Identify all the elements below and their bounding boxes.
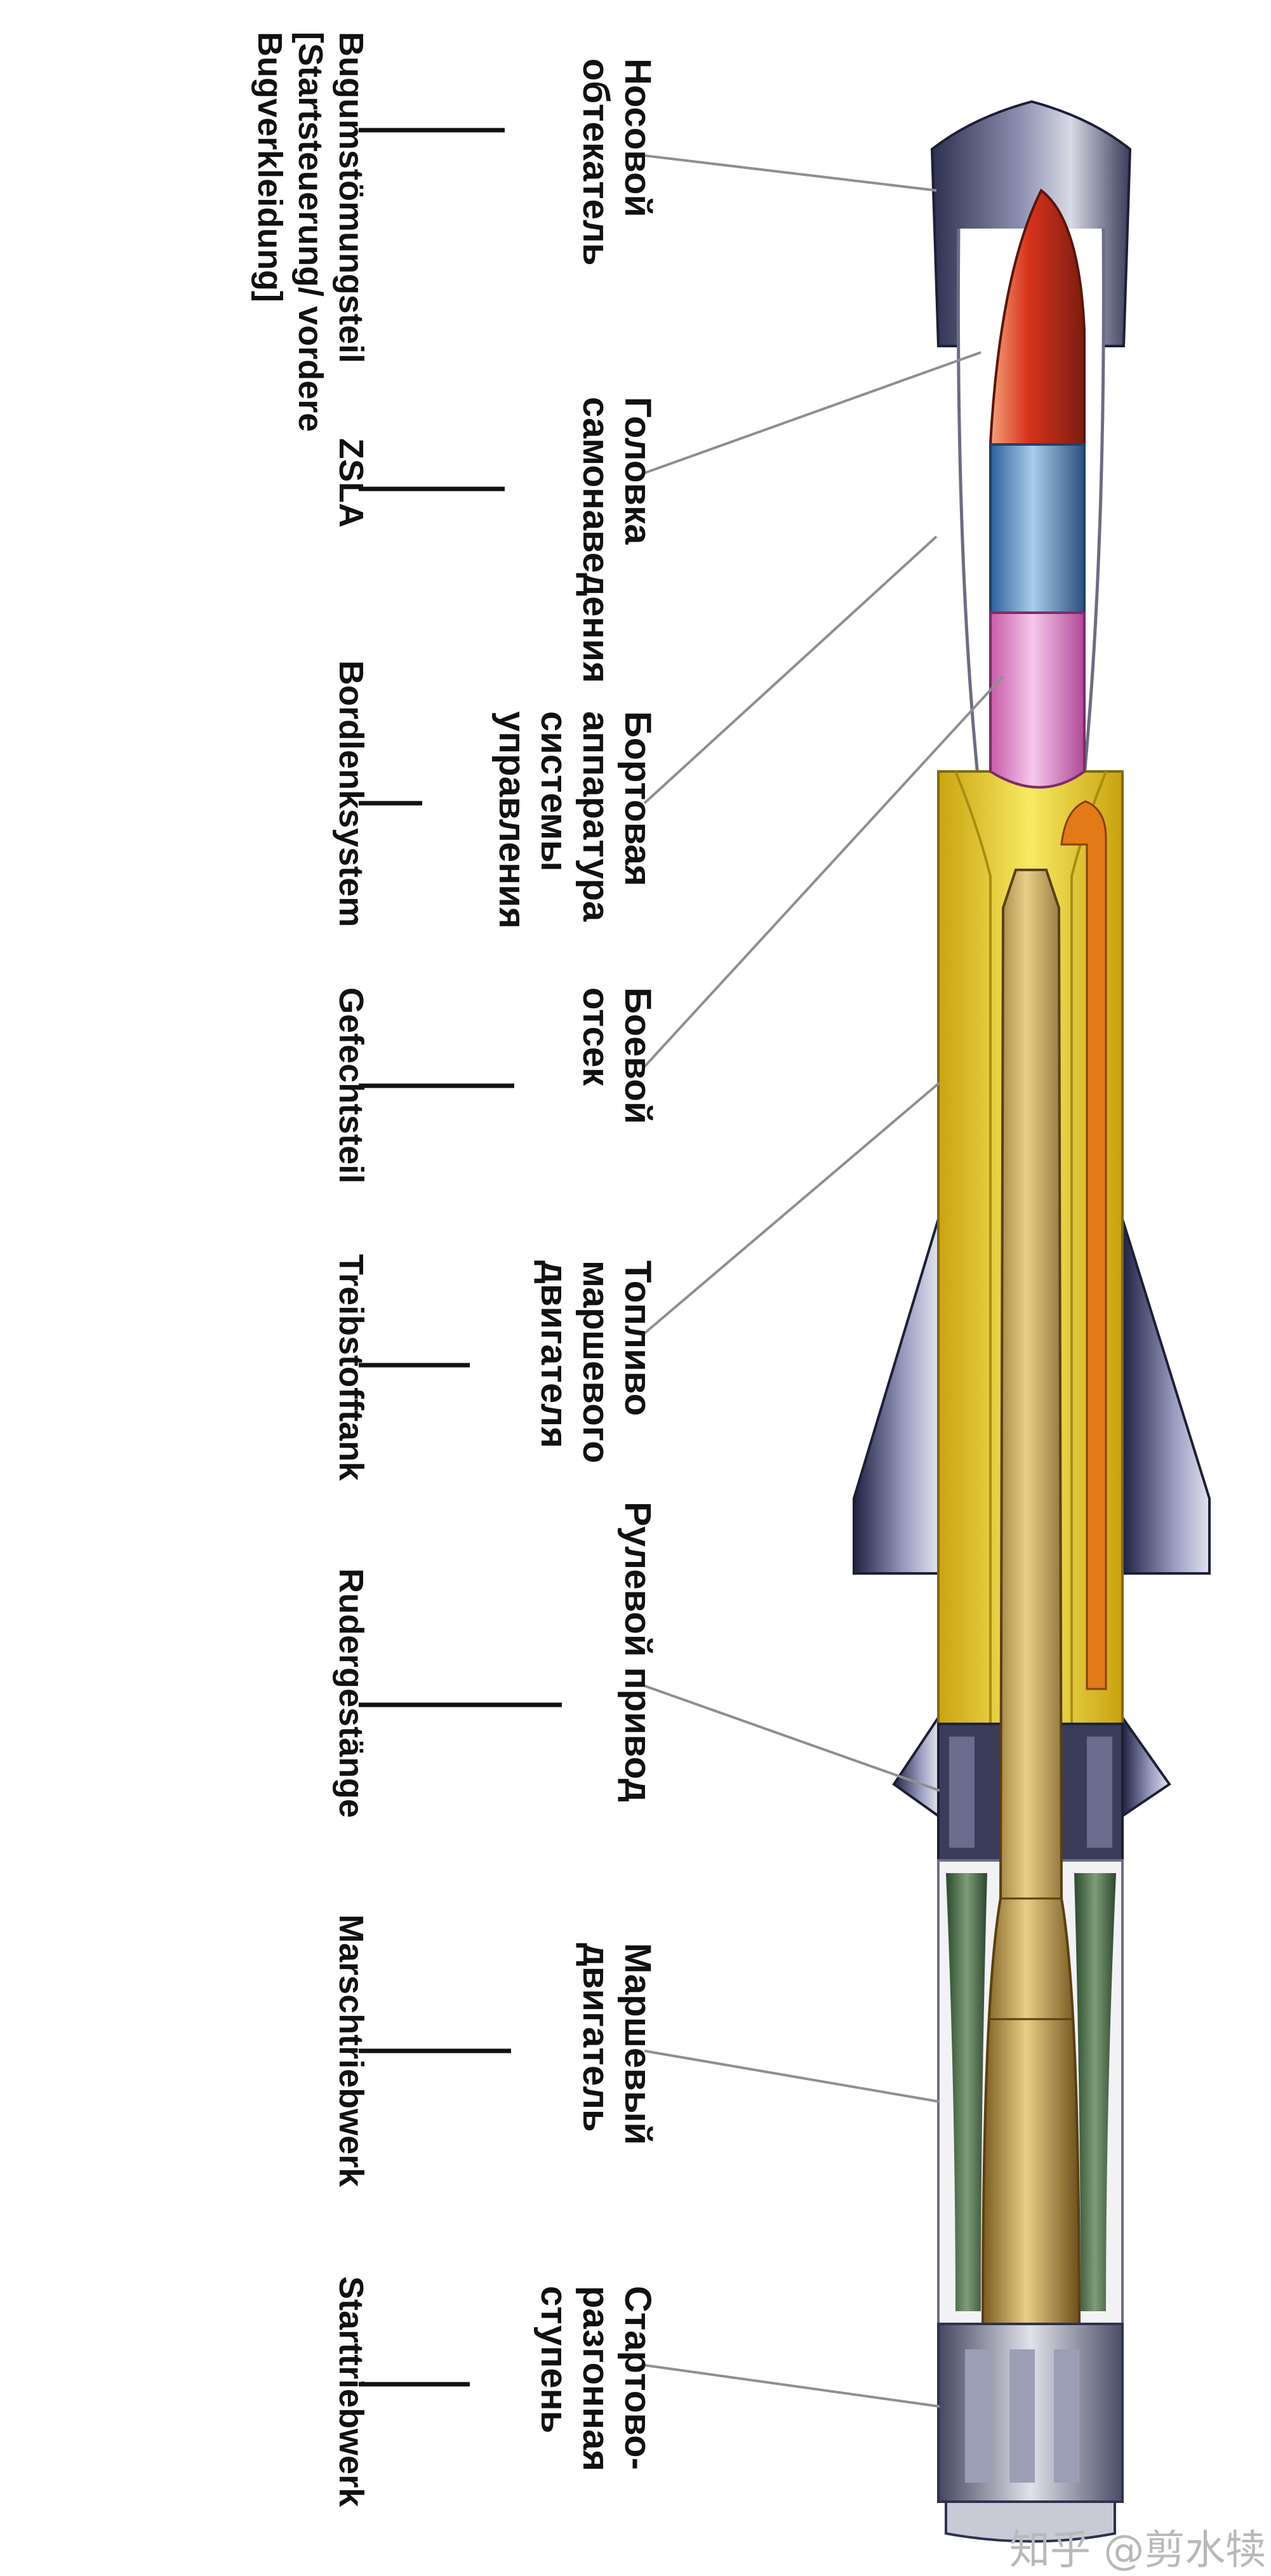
label-ru-guidance: Бортовая аппаратура системы управления (491, 711, 658, 931)
label-de-seeker: ZSLA (332, 438, 370, 528)
label-de-booster: Starttriebwerk (332, 2276, 370, 2507)
leader-fuel (643, 1081, 941, 1335)
russian-labels: Носовой обтекатель Головка самонаведения… (491, 58, 658, 2481)
label-de-fuel: Treibstofftank (332, 1254, 370, 1481)
label-ru-sustainer: Маршевый двигатель (575, 1943, 658, 2155)
label-ru-warhead: Боевой отсек (575, 987, 658, 1134)
leader-nose (644, 154, 937, 192)
fuel-feed-pipe (1060, 800, 1107, 1690)
label-ru-seeker: Головка самонаведения (575, 397, 658, 683)
label-de-warhead: Gefechtsteil (332, 987, 370, 1184)
leader-lines (643, 154, 1004, 2408)
label-de-guidance: Bordlenksystem (332, 660, 370, 927)
missile-body (853, 100, 1211, 2543)
leader-warhead (643, 675, 1004, 1068)
fin-left (853, 1218, 940, 1575)
control-fin-right (1121, 1713, 1171, 1819)
warhead-section (989, 611, 1086, 789)
seeker-head (988, 188, 1086, 446)
watermark: 知乎 @剪水犊 (1009, 2527, 1267, 2574)
label-ru-nose: Носовой обтекатель (575, 58, 658, 265)
german-labels: Bugumstömungsteil [Startsteuerung/ vorde… (251, 32, 370, 2507)
label-ru-actuator: Рулевой привод (617, 1502, 658, 1802)
leader-sustainer (644, 2050, 940, 2103)
leader-booster (644, 2364, 940, 2408)
control-fin-left (892, 1713, 940, 1819)
tick-lines (359, 128, 562, 2387)
leader-guidance (643, 535, 938, 804)
label-de-sustainer: Marschtriebwerk (332, 1914, 370, 2187)
leader-seeker (644, 351, 982, 474)
label-de-actuator: Rudergestänge (332, 1568, 370, 1818)
guidance-electronics (989, 443, 1086, 614)
label-ru-booster: Стартово- разгонная ступень (533, 2286, 658, 2481)
booster-nozzles (945, 2500, 1116, 2543)
fin-right (1121, 1218, 1211, 1575)
leader-actuator (644, 1685, 940, 1792)
label-de-nose: Bugumstömungsteil [Startsteuerung/ vorde… (251, 32, 370, 441)
label-ru-fuel: Топливо маршевого двигателя (533, 1260, 658, 1474)
